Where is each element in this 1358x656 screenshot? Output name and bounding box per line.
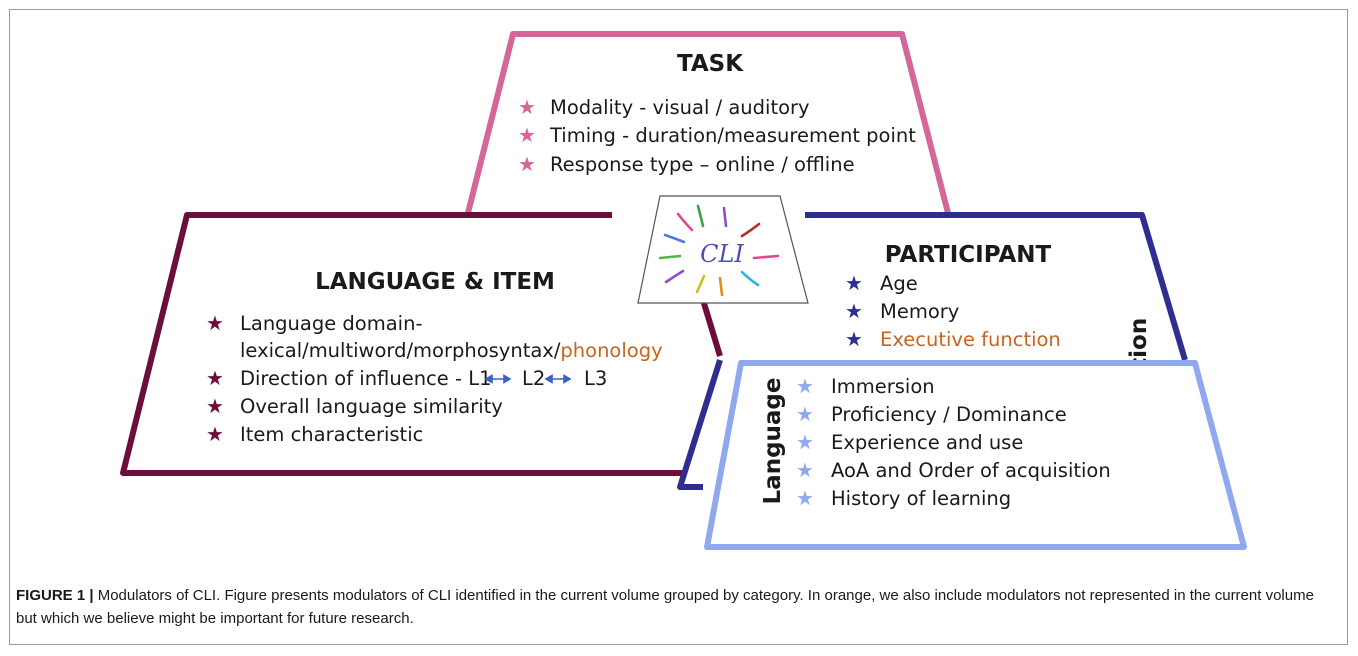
cli-logo-text: CLI: [700, 240, 744, 268]
star-icon: ★: [796, 404, 814, 426]
direction-l3: L3: [584, 367, 607, 390]
language-factor: Proficiency / Dominance: [831, 403, 1067, 426]
language-factor: Immersion: [831, 375, 935, 398]
figure-caption: FIGURE 1 | Modulators of CLI. Figure pre…: [16, 584, 1336, 630]
task-title: TASK: [677, 51, 744, 77]
language-item-list: ★ Language domain- lexical/multiword/mor…: [206, 312, 663, 446]
language-factor: History of learning: [831, 487, 1011, 510]
language-box-trapezoid: [704, 360, 1247, 550]
star-icon: ★: [796, 432, 814, 454]
participant-trapezoid: [805, 212, 1188, 361]
cognition-item: Age: [880, 272, 918, 295]
task-trapezoid: [465, 31, 951, 214]
language-item-right-edge: [700, 299, 723, 357]
direction-of-influence-text: Direction of influence - L1: [240, 367, 491, 390]
star-icon: ★: [845, 329, 863, 351]
language-factor: Experience and use: [831, 431, 1023, 454]
star-icon: ★: [206, 424, 224, 446]
participant-left-edge: [677, 359, 723, 490]
star-icon: ★: [796, 376, 814, 398]
task-item: Timing - duration/measurement point: [549, 124, 916, 147]
language-item-title: LANGUAGE & ITEM: [315, 269, 555, 295]
star-icon: ★: [518, 125, 536, 147]
star-icon: ★: [206, 313, 224, 335]
cli-logo: CLI: [637, 195, 809, 304]
star-icon: ★: [206, 368, 224, 390]
cognition-item: Memory: [880, 300, 959, 323]
language-domain-types: lexical/multiword/morphosyntax/: [240, 339, 561, 362]
language-label: Language: [760, 378, 786, 505]
language-item-trapezoid: [120, 212, 682, 476]
language-domain-line2: lexical/multiword/morphosyntax/phonology: [240, 339, 663, 362]
star-icon: ★: [796, 488, 814, 510]
language-factor: AoA and Order of acquisition: [831, 459, 1111, 482]
task-item: Modality - visual / auditory: [550, 96, 810, 119]
caption-label: FIGURE 1 |: [16, 587, 94, 604]
language-item-entry: Item characteristic: [240, 423, 423, 446]
double-arrow-icon: [544, 374, 572, 384]
double-arrow-icon: [484, 374, 512, 384]
participant-title: PARTICIPANT: [885, 242, 1052, 268]
cognition-list: ★ Age ★ Memory ★ Executive function: [845, 272, 1061, 351]
language-domain-line1: Language domain-: [240, 312, 423, 335]
phonology-orange: phonology: [560, 339, 662, 362]
cli-modulators-diagram: TASK ★ Modality - visual / auditory ★ Ti…: [120, 31, 1247, 550]
star-icon: ★: [845, 273, 863, 295]
star-icon: ★: [206, 396, 224, 418]
caption-text: Modulators of CLI. Figure presents modul…: [16, 587, 1314, 627]
language-item-entry: Overall language similarity: [240, 395, 503, 418]
task-list: ★ Modality - visual / auditory ★ Timing …: [518, 96, 916, 176]
task-item: Response type – online / offline: [550, 153, 855, 176]
star-icon: ★: [845, 301, 863, 323]
direction-l2: L2: [522, 367, 545, 390]
executive-function-orange: Executive function: [880, 328, 1061, 351]
star-icon: ★: [796, 460, 814, 482]
star-icon: ★: [518, 154, 536, 176]
language-list: ★ Immersion ★ Proficiency / Dominance ★ …: [796, 375, 1111, 510]
star-icon: ★: [518, 97, 536, 119]
